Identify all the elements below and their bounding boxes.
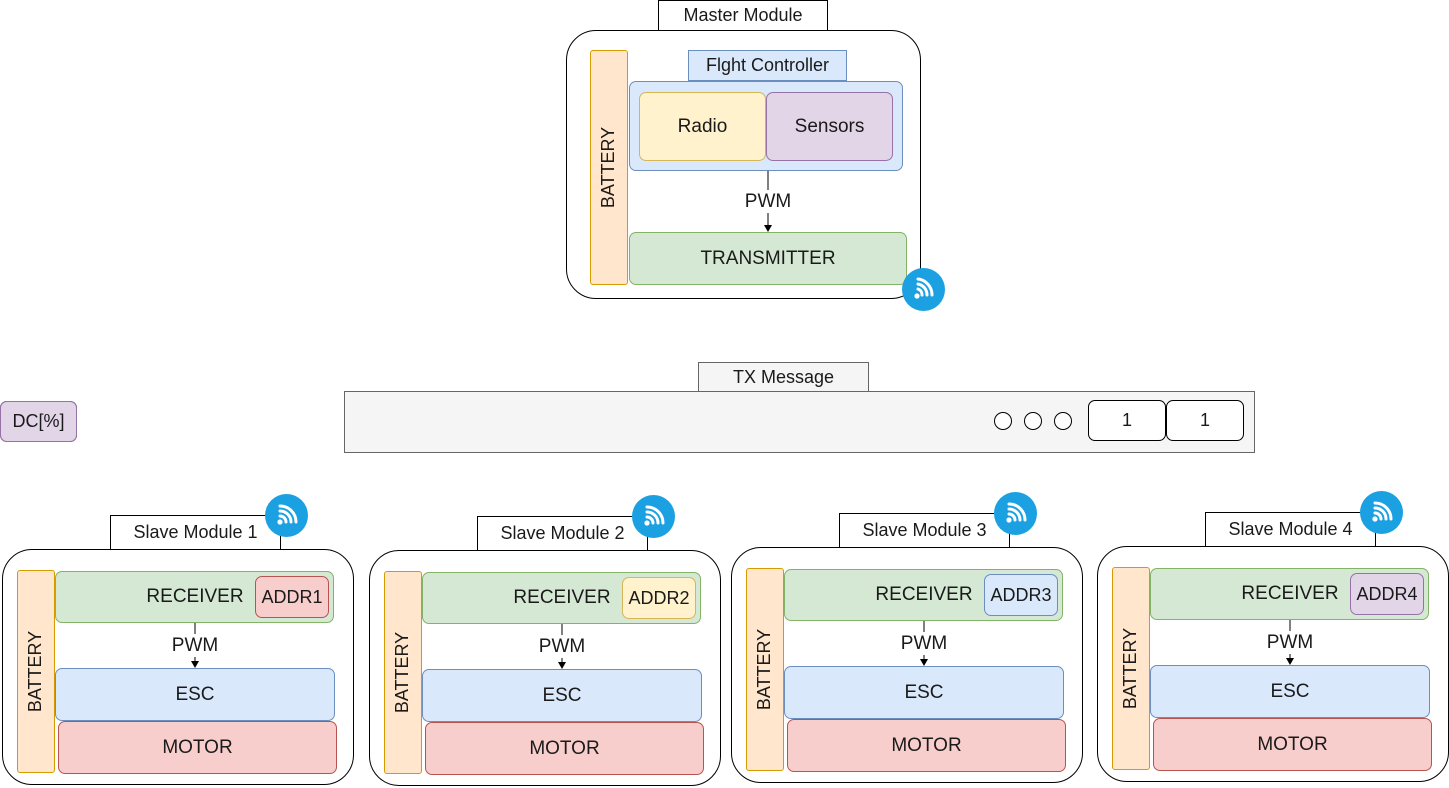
master-module-title: Master Module: [658, 0, 828, 31]
slave-battery-label: BATTERY: [1120, 627, 1141, 710]
radio-label: Radio: [677, 115, 728, 137]
receiver-address-badge: ADDR2: [622, 577, 696, 619]
receiver-label: RECEIVER: [1241, 583, 1339, 604]
slave-wireless-signal-icon-glyph: [1006, 502, 1027, 523]
slave-pwm-label: PWM: [900, 633, 948, 654]
master-battery-label: BATTERY: [598, 126, 619, 209]
ellipsis-dot-icon: [1054, 412, 1072, 430]
esc-block: ESC: [55, 668, 335, 721]
ellipsis-dot-icon: [1024, 412, 1042, 430]
master-pwm-label: PWM: [744, 191, 792, 212]
master-wireless-signal-icon-glyph: [914, 277, 934, 299]
master-battery: BATTERY: [590, 50, 628, 285]
esc-block: ESC: [784, 666, 1064, 719]
slave-module-title: Slave Module 3: [839, 513, 1010, 548]
slave-battery: BATTERY: [17, 570, 55, 773]
slave-pwm-label: PWM: [538, 636, 586, 657]
tx-field-tail: 1: [1166, 400, 1244, 441]
slave-wireless-signal-icon-glyph: [644, 505, 665, 526]
master-wireless-signal-icon: [902, 268, 945, 311]
transmitter-block: TRANSMITTER: [629, 232, 907, 285]
slave-wireless-signal-icon-glyph: [277, 504, 298, 525]
sensors-label: Sensors: [794, 115, 865, 137]
slave-module-title: Slave Module 4: [1205, 512, 1376, 547]
slave-battery: BATTERY: [746, 568, 784, 771]
flight-controller-label-box: Flght Controller: [688, 50, 847, 81]
slave-wireless-signal-icon: [265, 494, 308, 537]
motor-block: MOTOR: [425, 722, 704, 775]
receiver-label: RECEIVER: [146, 586, 244, 607]
receiver-label: RECEIVER: [875, 584, 973, 605]
slave-wireless-signal-icon: [994, 492, 1037, 535]
receiver-address-badge: ADDR3: [984, 574, 1058, 616]
motor-block: MOTOR: [787, 719, 1066, 772]
slave-wireless-signal-icon-glyph: [1372, 501, 1393, 522]
slave-battery-label: BATTERY: [754, 628, 775, 711]
slave-wireless-signal-icon: [632, 495, 675, 538]
slave-module-title: Slave Module 1: [110, 515, 281, 550]
slave-battery-label: BATTERY: [25, 630, 46, 713]
sensors-block: Sensors: [766, 92, 893, 161]
receiver-address-badge: ADDR1: [255, 576, 329, 618]
motor-block: MOTOR: [58, 721, 337, 774]
tx-message-title: TX Message: [698, 362, 869, 392]
transmitter-label: TRANSMITTER: [700, 247, 836, 269]
ellipsis-dot-icon: [994, 412, 1012, 430]
slave-pwm-label: PWM: [171, 635, 219, 656]
esc-block: ESC: [422, 669, 702, 722]
tx-field-tail: 1: [1088, 400, 1166, 441]
flight-controller-label: Flght Controller: [705, 55, 830, 75]
slave-pwm-label: PWM: [1266, 632, 1314, 653]
slave-battery-label: BATTERY: [392, 631, 413, 714]
slave-battery: BATTERY: [384, 571, 422, 774]
tx-field-dc: DC[%]: [0, 401, 77, 442]
receiver-address-badge: ADDR4: [1350, 573, 1424, 615]
slave-module-title: Slave Module 2: [477, 516, 648, 551]
slave-wireless-signal-icon: [1360, 491, 1403, 534]
tx-message-title-label: TX Message: [732, 366, 835, 387]
slave-battery: BATTERY: [1112, 567, 1150, 770]
radio-block: Radio: [639, 92, 766, 161]
esc-block: ESC: [1150, 665, 1430, 718]
receiver-label: RECEIVER: [513, 587, 611, 608]
motor-block: MOTOR: [1153, 718, 1432, 771]
